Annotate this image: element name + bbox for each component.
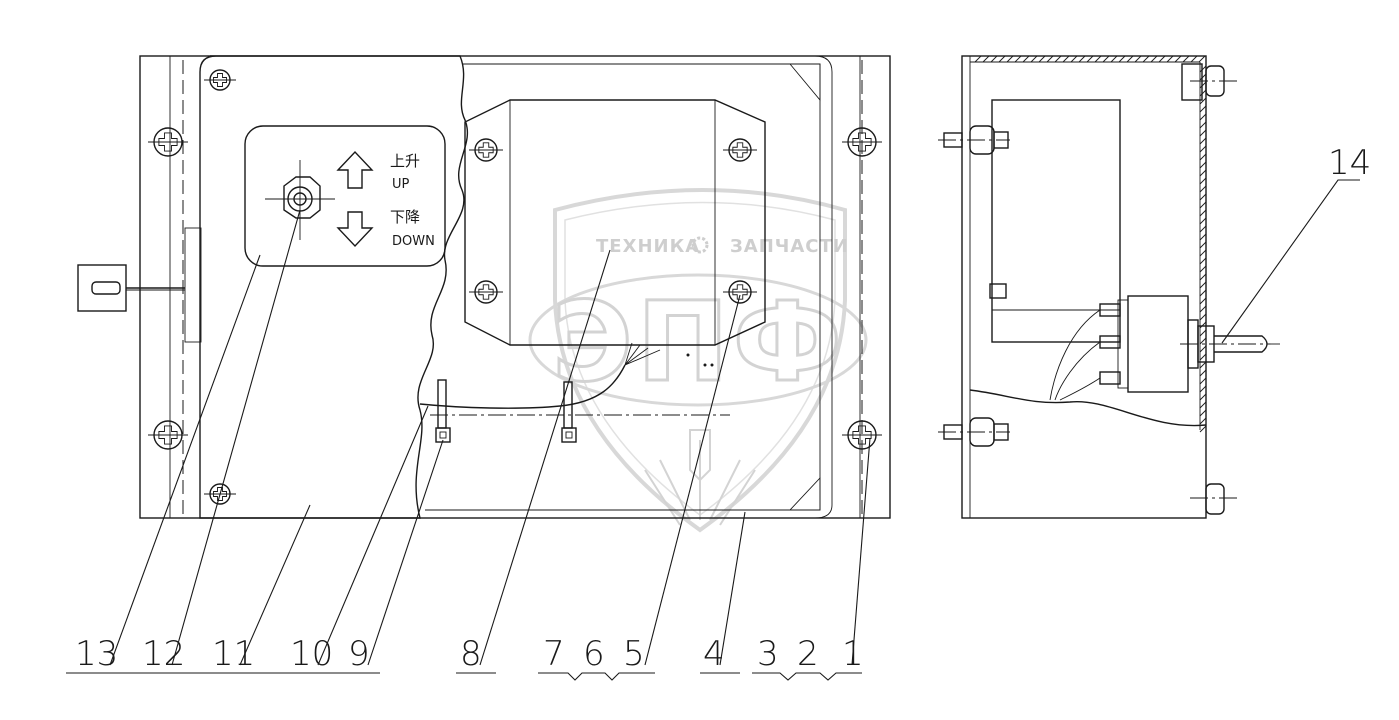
callout-labels: 13 12 11 10 9 8 7 6 5 4 3 2 1 14: [75, 143, 1371, 674]
screw-icon: [723, 280, 757, 304]
cable-tie-9: [435, 379, 451, 443]
side-switch: [1099, 295, 1280, 393]
watermark-logo-text: ЭПФ: [552, 278, 846, 406]
side-bolts-left: [938, 125, 1010, 447]
callout-9: 9: [348, 634, 370, 674]
watermark-right-text: ЗАПЧАСТИ: [730, 236, 849, 257]
callout-14: 14: [1328, 143, 1371, 183]
watermark-left-text: ТЕХНИКА: [596, 236, 700, 257]
screw-icon: [204, 69, 236, 91]
down-label-en: DOWN: [392, 234, 435, 249]
screw-icon: [842, 420, 882, 450]
cable-tie-8: [561, 381, 577, 443]
callout-13: 13: [75, 634, 118, 674]
callout-8: 8: [460, 634, 482, 674]
cover-plate: [199, 55, 469, 519]
side-relay: [991, 99, 1121, 343]
screw-icon: [723, 138, 757, 162]
leader-lines: [66, 179, 1360, 681]
up-label-cn: 上升: [390, 152, 420, 170]
screw-icon: [469, 280, 503, 304]
callout-11: 11: [212, 634, 255, 674]
callout-4: 4: [703, 634, 725, 674]
screw-icon: [148, 127, 188, 157]
callout-12: 12: [142, 634, 185, 674]
hatch-wall: [970, 55, 1207, 433]
callout-1: 1: [842, 634, 864, 674]
callout-7: 7: [543, 634, 565, 674]
gear-icon: [691, 236, 709, 254]
up-label-en: UP: [392, 177, 410, 192]
screw-icon: [469, 138, 503, 162]
side-enclosure: [961, 55, 1207, 519]
callout-6: 6: [583, 634, 605, 674]
wheat-icon: [644, 429, 756, 526]
watermark: ТЕХНИКА ЗАПЧАСТИ ЭПФ: [528, 188, 868, 533]
screw-icon: [842, 127, 882, 157]
callout-3: 3: [757, 634, 779, 674]
external-connector: [77, 264, 185, 312]
callout-5: 5: [623, 634, 645, 674]
wire-bundle: [419, 364, 626, 409]
callout-2: 2: [797, 634, 819, 674]
screws: [148, 69, 882, 505]
side-view: [938, 55, 1280, 519]
down-arrow-icon: [336, 211, 374, 248]
side-bolts-right: [1181, 63, 1240, 515]
callout-10: 10: [290, 634, 333, 674]
up-arrow-icon: [336, 150, 374, 189]
down-label-cn: 下降: [390, 208, 420, 226]
toggle-switch-nut: [265, 160, 335, 240]
screw-icon: [148, 420, 188, 450]
side-tab: [184, 227, 202, 343]
inner-panel: [420, 55, 833, 519]
control-panel: [244, 125, 446, 267]
watermark-shield: [553, 188, 847, 533]
